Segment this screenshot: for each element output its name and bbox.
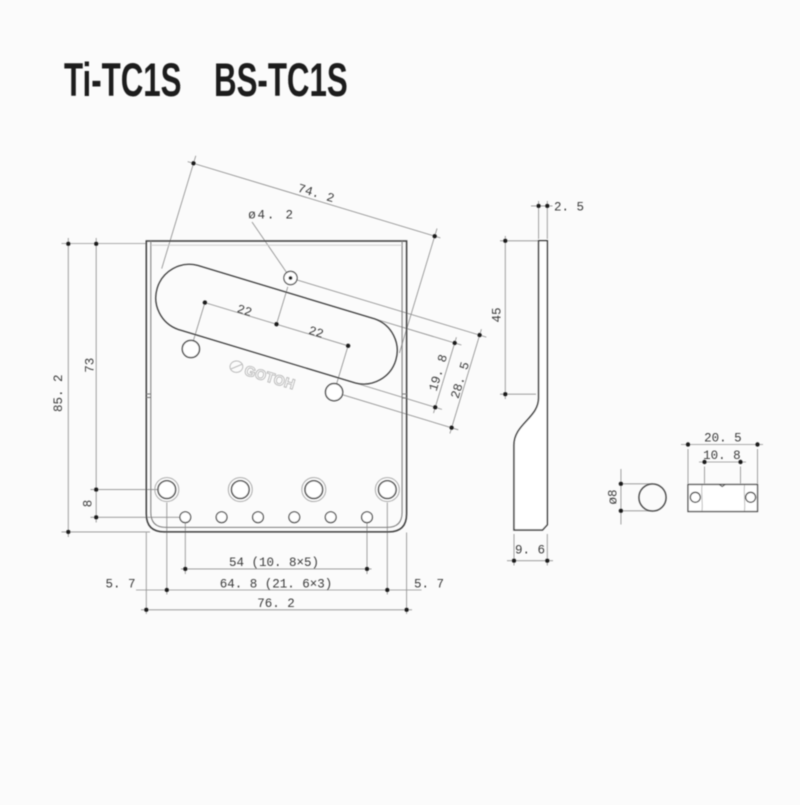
svg-text:54 (10. 8×5): 54 (10. 8×5) xyxy=(229,556,319,570)
svg-text:5. 7: 5. 7 xyxy=(414,578,444,592)
svg-text:85. 2: 85. 2 xyxy=(52,374,66,412)
svg-text:64. 8 (21. 6×3): 64. 8 (21. 6×3) xyxy=(220,578,333,592)
svg-text:73: 73 xyxy=(83,358,97,373)
svg-text:22: 22 xyxy=(307,324,325,342)
svg-text:8: 8 xyxy=(82,500,96,508)
svg-text:2. 5: 2. 5 xyxy=(554,201,584,215)
svg-text:10. 8: 10. 8 xyxy=(703,449,741,463)
svg-text:20. 5: 20. 5 xyxy=(704,432,742,446)
svg-text:76. 2: 76. 2 xyxy=(257,597,295,611)
svg-text:22: 22 xyxy=(235,302,253,320)
svg-text:ø4. 2: ø4. 2 xyxy=(248,209,295,223)
svg-text:ø8: ø8 xyxy=(607,489,621,504)
svg-text:9. 6: 9. 6 xyxy=(515,544,545,558)
svg-text:5. 7: 5. 7 xyxy=(105,578,135,592)
svg-text:45: 45 xyxy=(491,307,505,322)
